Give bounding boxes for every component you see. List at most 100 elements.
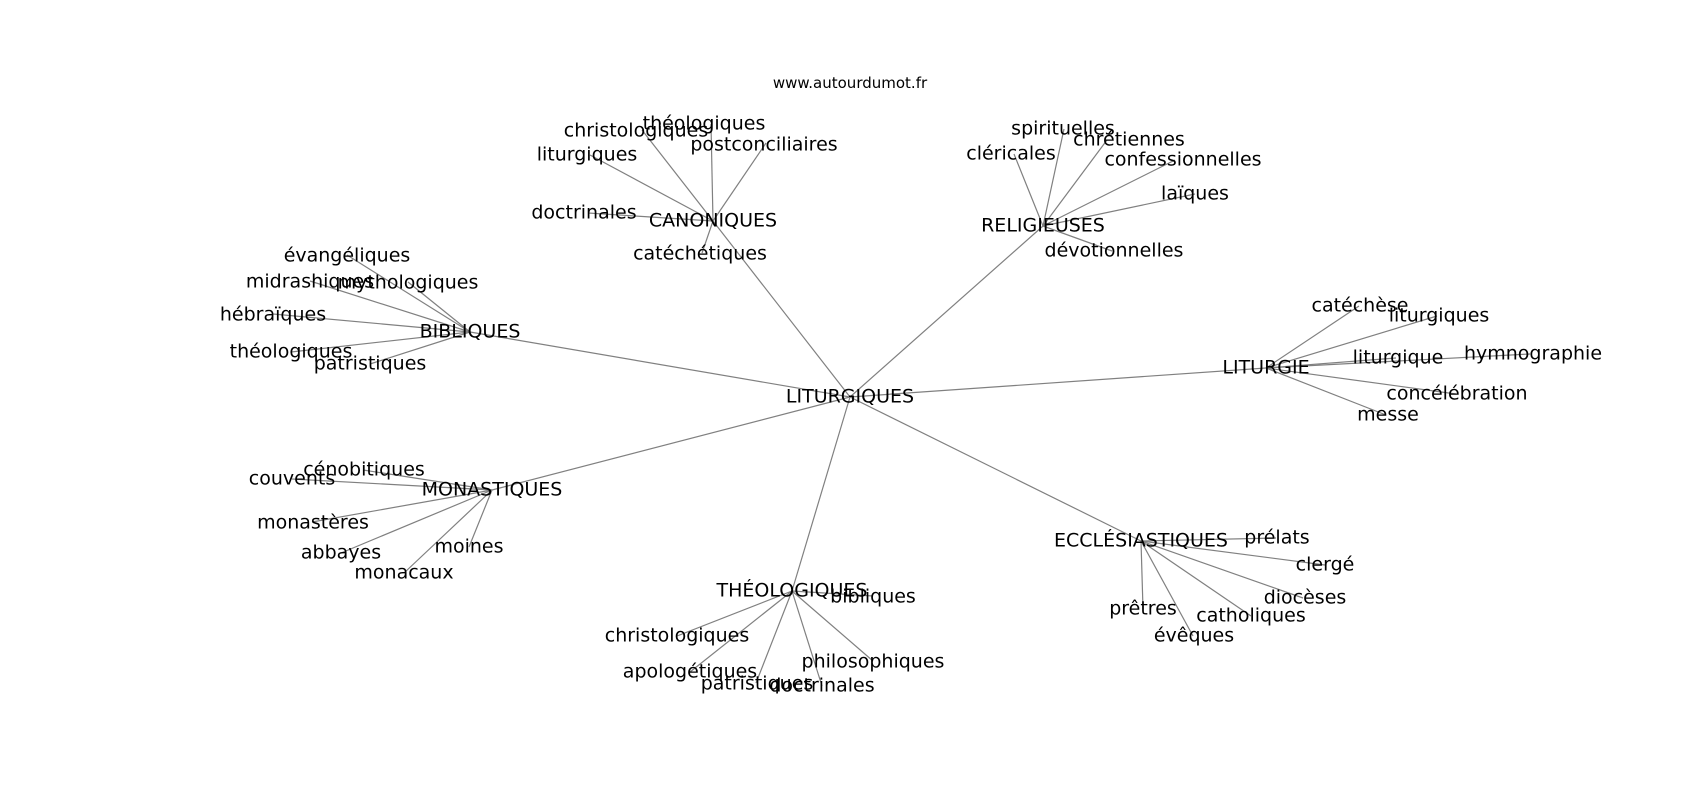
leaf-node: monastères <box>257 512 369 534</box>
edge-center-to-religieuses <box>849 225 1044 398</box>
edge-religieuses-leaf <box>1042 128 1065 227</box>
leaf-node: prélats <box>1244 527 1309 549</box>
leaf-node: cléricales <box>966 143 1055 165</box>
edge-religieuses-leaf <box>1013 153 1044 227</box>
leaf-node: théologiques <box>643 113 766 135</box>
edge-monastiques-leaf <box>403 489 493 574</box>
edge-bibliques-leaf <box>290 331 471 353</box>
leaf-node: midrashiques <box>246 271 374 293</box>
edge-center-to-monastiques <box>491 396 851 491</box>
leaf-node: laïques <box>1161 183 1229 205</box>
leaf-node: messe <box>1357 404 1419 426</box>
leaf-node: spirituelles <box>1011 118 1115 140</box>
edge-center-to-bibliques <box>469 331 851 398</box>
edge-monastiques-leaf <box>362 469 493 491</box>
edge-center-to-théologiques <box>791 396 851 592</box>
leaf-node: liturgique <box>1353 347 1444 369</box>
edge-bibliques-leaf <box>272 313 471 333</box>
edge-center-to-ecclésiastiques <box>849 396 1142 542</box>
leaf-node: bibliques <box>830 586 916 608</box>
edge-ecclésiastiques-leaf <box>1140 540 1144 610</box>
leaf-node: doctrinales <box>769 675 874 697</box>
edge-bibliques-leaf <box>369 331 471 365</box>
category-node: RELIGIEUSES <box>981 215 1105 237</box>
leaf-node: abbayes <box>301 542 381 564</box>
leaf-node: monacaux <box>354 562 453 584</box>
leaf-node: postconciliaires <box>690 134 837 156</box>
leaf-node: liturgiques <box>537 144 638 166</box>
edge-monastiques-leaf <box>311 489 493 523</box>
leaf-node: patristiques <box>701 673 814 695</box>
edge-ecclésiastiques-leaf <box>1140 537 1277 542</box>
category-node: LITURGIE <box>1222 357 1309 379</box>
leaf-node: confessionnelles <box>1104 149 1261 171</box>
edge-théologiques-leaf <box>791 590 823 687</box>
edge-liturgie-leaf <box>1265 353 1531 369</box>
leaf-node: prêtres <box>1109 598 1177 620</box>
edge-canoniques-leaf <box>641 129 714 222</box>
category-node: THÉOLOGIQUES <box>716 579 868 602</box>
leaf-node: catéchétiques <box>633 243 767 265</box>
edge-liturgie-leaf <box>1265 367 1387 416</box>
edge-center-to-liturgie <box>849 367 1267 398</box>
edge-théologiques-leaf <box>791 590 874 597</box>
leaf-node: hymnographie <box>1464 343 1602 365</box>
edge-religieuses-leaf <box>1042 139 1108 227</box>
edge-ecclésiastiques-leaf <box>1140 540 1252 617</box>
leaf-node: christologiques <box>605 625 750 647</box>
leaf-node: philosophiques <box>802 651 945 673</box>
edge-religieuses-leaf <box>1042 193 1196 227</box>
leaf-node: patristiques <box>314 353 427 375</box>
edge-bibliques-leaf <box>407 281 471 333</box>
edge-monastiques-leaf <box>468 489 493 548</box>
edge-ecclésiastiques-leaf <box>1140 540 1194 637</box>
edge-religieuses-leaf <box>1042 159 1176 227</box>
edge-canoniques-leaf <box>589 154 714 222</box>
leaf-node: catholiques <box>1196 605 1305 627</box>
labels-layer: www.autourdumot.fr LITURGIQUES CANONIQUES… <box>220 74 1602 697</box>
edge-canoniques-leaf <box>712 142 767 222</box>
category-node: MONASTIQUES <box>422 479 563 501</box>
edge-bibliques-leaf <box>309 280 471 333</box>
edge-liturgie-leaf <box>1265 305 1360 369</box>
leaf-node: dévotionnelles <box>1045 240 1184 262</box>
leaf-node: christologiques <box>564 120 709 142</box>
category-node: BIBLIQUES <box>420 321 521 343</box>
leaf-node: évêques <box>1154 625 1234 647</box>
category-node: ECCLÉSIASTIQUES <box>1054 529 1228 552</box>
edge-ecclésiastiques-leaf <box>1140 540 1326 566</box>
leaf-node: mythologiques <box>338 272 479 294</box>
leaf-node: diocèses <box>1264 587 1347 609</box>
leaf-node: chrétiennes <box>1073 129 1185 151</box>
leaf-node: apologétiques <box>623 661 757 683</box>
edge-canoniques-leaf <box>710 123 714 222</box>
edge-bibliques-leaf <box>346 254 471 333</box>
leaf-node: doctrinales <box>531 202 636 224</box>
category-node: CANONIQUES <box>649 210 777 232</box>
leaf-node: cénobitiques <box>303 459 425 481</box>
leaf-node: clergé <box>1296 554 1355 576</box>
edge-ecclésiastiques-leaf <box>1140 540 1304 599</box>
edge-théologiques-leaf <box>755 590 793 684</box>
leaf-node: catéchèse <box>1312 295 1409 317</box>
leaf-node: théologiques <box>230 341 353 363</box>
edge-liturgie-leaf <box>1265 367 1457 395</box>
edge-monastiques-leaf <box>291 478 493 491</box>
edge-center-to-canoniques <box>712 220 851 398</box>
leaf-node: évangéliques <box>284 245 411 267</box>
edges-layer <box>272 123 1531 687</box>
source-url: www.autourdumot.fr <box>773 74 928 92</box>
edge-liturgie-leaf <box>1265 315 1438 369</box>
edge-théologiques-leaf <box>689 590 793 673</box>
leaf-node: concélébration <box>1386 383 1527 405</box>
leaf-node: moines <box>434 536 503 558</box>
leaf-node: couvents <box>249 468 335 490</box>
leaf-node: liturgiques <box>1389 305 1490 327</box>
leaf-node: hébraïques <box>220 304 326 326</box>
edge-théologiques-leaf <box>791 590 874 662</box>
edge-monastiques-leaf <box>340 489 493 554</box>
edge-canoniques-leaf <box>701 220 714 254</box>
center-node: LITURGIQUES <box>786 386 914 408</box>
